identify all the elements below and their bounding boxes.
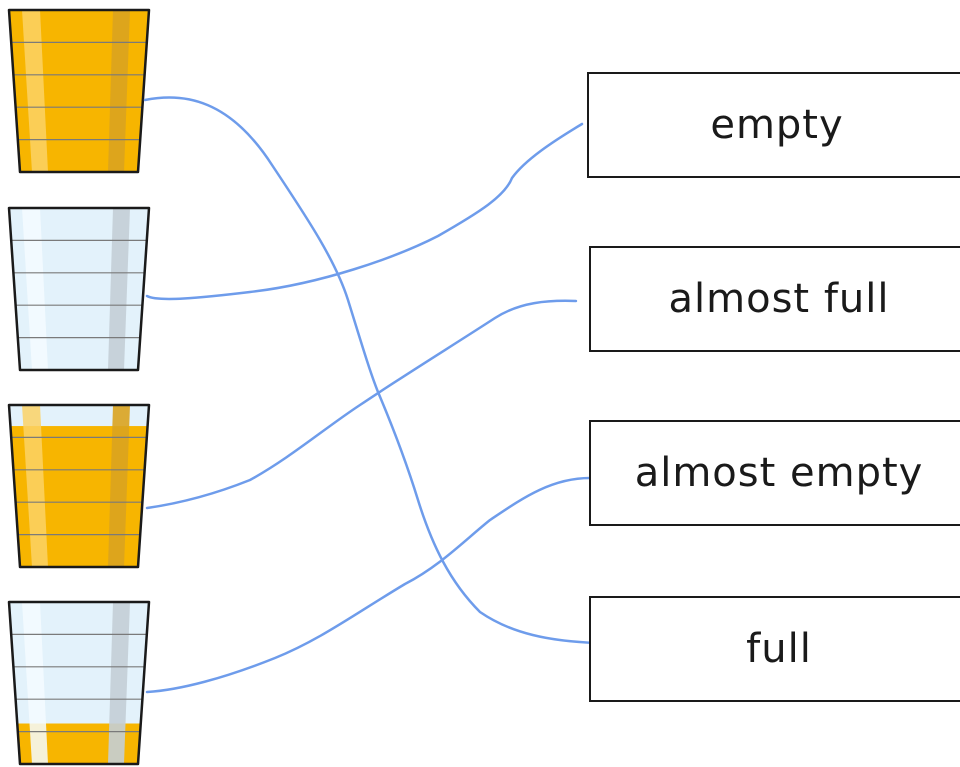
cup-empty (7, 206, 151, 372)
label-box-almost-full: almost full (589, 246, 960, 352)
match-line-cup-almost-empty-to-almost-empty (145, 476, 592, 694)
label-text-almost-empty: almost empty (634, 450, 924, 496)
label-text-full: full (746, 626, 812, 672)
label-text-empty: empty (710, 102, 844, 148)
label-box-full: full (589, 596, 960, 702)
match-line-cup-almost-full-to-almost-full (145, 299, 578, 510)
cup-almost-empty (7, 600, 151, 766)
match-line-cup-full-to-full (143, 96, 598, 645)
match-line-cup-empty-to-empty (145, 122, 584, 301)
label-box-empty: empty (587, 72, 960, 178)
cup-almost-full (7, 403, 151, 569)
label-box-almost-empty: almost empty (589, 420, 960, 526)
match-lines (143, 96, 598, 694)
cup-full (7, 8, 151, 174)
label-text-almost-full: almost full (668, 276, 890, 322)
